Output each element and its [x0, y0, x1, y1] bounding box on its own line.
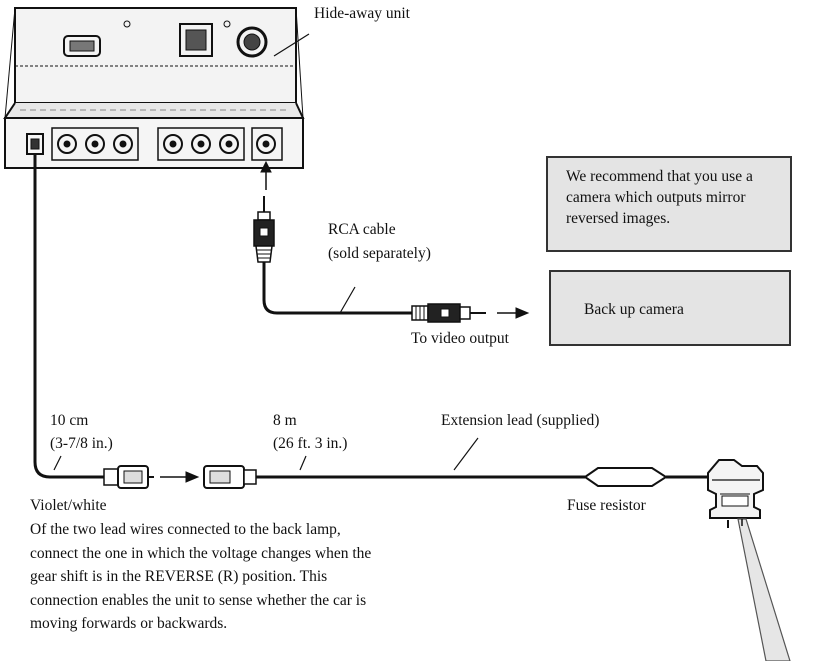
length-8m-label: 8 m [273, 412, 297, 429]
rca-plug-vertical [253, 196, 275, 263]
fuse-resistor-drawing [583, 467, 668, 487]
hideaway-leader-line [273, 33, 310, 57]
back-up-camera-label: Back up camera [584, 301, 684, 318]
back-lamp-instructions: Of the two lead wires connected to the b… [30, 521, 372, 632]
eightm-leader-line [299, 455, 307, 471]
length-10cm-label: 10 cm [50, 412, 89, 429]
rca-cable-note-label: (sold separately) [328, 245, 431, 262]
arrow-connect-icon [160, 471, 200, 483]
hideaway-unit-label: Hide-away unit [314, 5, 410, 22]
fuse-resistor-label: Fuse resistor [567, 497, 646, 514]
arrow-right-icon [497, 307, 530, 319]
hideaway-unit-drawing [3, 7, 305, 169]
rca-cable-label: RCA cable [328, 221, 396, 238]
recommendation-note-box: We recommend that you use a camera which… [546, 156, 792, 252]
to-video-output-label: To video output [411, 330, 509, 347]
wire-tap-connector [707, 459, 764, 528]
violet-white-label: Violet/white [30, 497, 107, 514]
extension-leader-line [453, 437, 479, 471]
connector-female [203, 465, 257, 489]
recommendation-note-text: We recommend that you use a camera which… [566, 168, 753, 227]
connector-male [103, 465, 154, 489]
extension-lead-label: Extension lead (supplied) [441, 412, 600, 429]
length-10cm-inches-label: (3-7/8 in.) [50, 435, 113, 452]
rca-plug-horizontal [411, 303, 486, 323]
back-up-camera-box: Back up camera [549, 270, 791, 346]
rca-leader-line [339, 286, 356, 314]
rca-cable [262, 262, 412, 315]
arrow-up-icon [260, 160, 272, 190]
back-lamp-lead-beam [737, 518, 791, 661]
tencm-leader-line [53, 455, 62, 471]
length-8m-feet-label: (26 ft. 3 in.) [273, 435, 348, 452]
violet-white-lead [33, 154, 104, 479]
